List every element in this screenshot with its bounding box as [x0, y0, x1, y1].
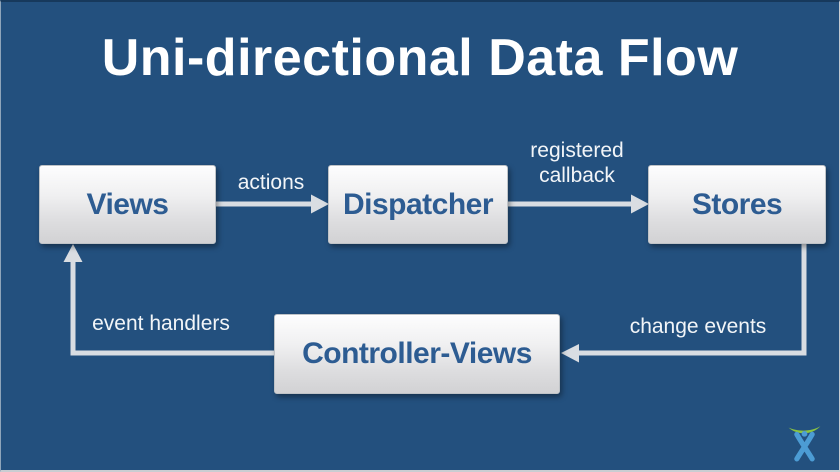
edge-label-event-handlers: event handlers	[92, 312, 230, 335]
edge-label-change-events: change events	[629, 315, 767, 338]
edge-label-actions: actions	[237, 171, 305, 194]
atlassian-logo-figure-right	[794, 431, 815, 462]
arrowhead-dispatcher-to-stores	[631, 194, 649, 214]
arrow-controller-views-to-views	[70, 262, 274, 356]
atlassian-logo-head	[801, 430, 808, 437]
arrowhead-views-to-dispatcher	[311, 194, 329, 214]
node-views: Views	[39, 165, 216, 244]
edge-label-registered-callback: registered callback	[530, 139, 624, 188]
node-dispatcher: Dispatcher	[328, 165, 508, 244]
node-stores-label: Stores	[691, 187, 783, 221]
node-stores: Stores	[648, 165, 826, 244]
atlassian-logo	[788, 426, 821, 462]
arrowhead-stores-to-controller-views	[561, 344, 579, 363]
node-controller-views-label: Controller-Views	[302, 337, 532, 370]
node-views-label: Views	[86, 187, 169, 221]
node-dispatcher-label: Dispatcher	[342, 187, 494, 221]
node-controller-views: Controller-Views	[274, 314, 560, 394]
atlassian-logo-canopy	[788, 426, 821, 434]
page-title: Uni-directional Data Flow	[101, 29, 739, 87]
arrowhead-controller-views-to-views	[63, 244, 83, 262]
